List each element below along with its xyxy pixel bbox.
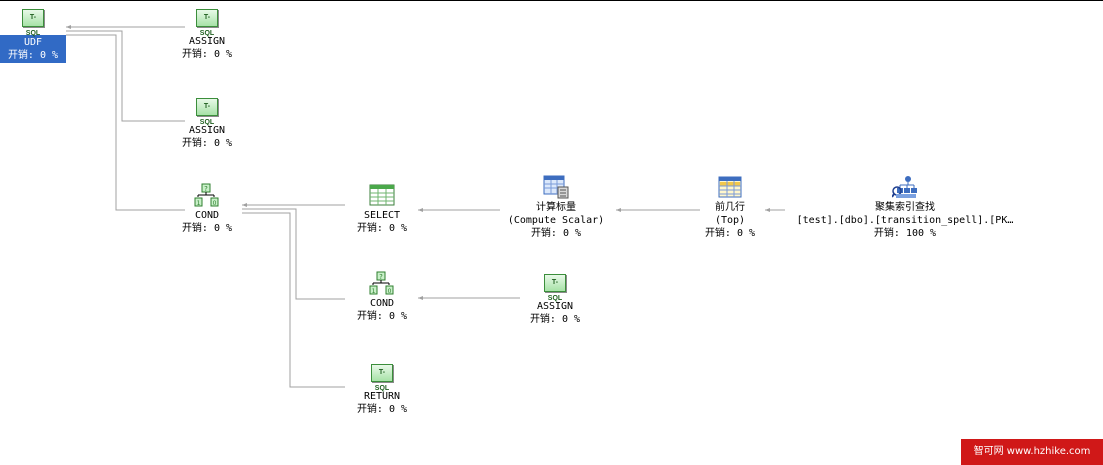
plan-node-compute-scalar[interactable]: 计算标量 (Compute Scalar) 开销: 0 %: [496, 175, 616, 240]
svg-text:?: ?: [204, 185, 208, 193]
select-icon: [369, 183, 395, 207]
node-label: ASSIGN: [188, 125, 226, 136]
node-label: ASSIGN: [188, 36, 226, 47]
node-label: COND: [369, 298, 395, 309]
node-cost: 开销: 0 %: [181, 223, 233, 234]
svg-text:1: 1: [372, 288, 376, 295]
plan-node-select[interactable]: SELECT 开销: 0 %: [346, 183, 418, 235]
svg-text:?: ?: [379, 273, 383, 281]
tsql-icon: T-SQL: [542, 274, 568, 302]
plan-node-top[interactable]: 前几行 (Top) 开销: 0 %: [695, 175, 765, 240]
site-watermark: 智可网 www.hzhike.com: [961, 439, 1103, 465]
svg-text:0: 0: [388, 288, 392, 295]
node-label: ASSIGN: [536, 301, 574, 312]
arrowhead: [242, 203, 247, 207]
cond-icon: ? 1 0: [194, 183, 220, 207]
arrowhead: [616, 208, 621, 212]
node-sublabel: (Top): [714, 215, 746, 226]
node-cost: 开销: 0 %: [356, 404, 408, 415]
node-label: SELECT: [363, 210, 401, 221]
connector-cond1-cond2: [242, 208, 345, 300]
node-cost: 开销: 0 %: [704, 228, 756, 239]
plan-node-clustered-index-seek[interactable]: 聚集索引查找 [test].[dbo].[transition_spell].[…: [785, 175, 1025, 240]
node-sublabel: [test].[dbo].[transition_spell].[PK…: [796, 215, 1014, 226]
plan-node-cond-2[interactable]: ? 1 0 COND 开销: 0 %: [346, 271, 418, 323]
node-cost: 开销: 0 %: [7, 50, 59, 61]
node-cost: 开销: 0 %: [529, 314, 581, 325]
arrowhead: [66, 25, 71, 29]
plan-node-cond-1[interactable]: ? 1 0 COND 开销: 0 %: [172, 183, 242, 235]
svg-text:1: 1: [197, 200, 201, 207]
clustered-index-seek-icon: [891, 175, 918, 199]
node-label: COND: [194, 210, 220, 221]
top-icon: [717, 175, 743, 199]
arrowhead: [418, 296, 423, 300]
connector-udf-assign2: [66, 30, 185, 122]
plan-node-assign-1[interactable]: T-SQL ASSIGN 开销: 0 %: [172, 6, 242, 61]
plan-node-return[interactable]: T-SQL RETURN 开销: 0 %: [346, 361, 418, 416]
tsql-icon: T-SQL: [194, 98, 220, 126]
arrowhead: [765, 208, 770, 212]
connector-udf-cond1: [66, 34, 185, 211]
connector-cond1-return: [242, 212, 345, 388]
node-cost: 开销: 0 %: [356, 311, 408, 322]
node-label: RETURN: [363, 391, 401, 402]
node-cost: 开销: 0 %: [530, 228, 582, 239]
tsql-icon: T-SQL: [369, 364, 395, 392]
svg-text:0: 0: [213, 200, 217, 207]
tsql-icon: T-SQL: [20, 9, 46, 37]
node-label: 前几行: [715, 202, 745, 213]
compute-scalar-icon: [543, 175, 569, 199]
node-cost: 开销: 0 %: [181, 49, 233, 60]
plan-node-assign-3[interactable]: T-SQL ASSIGN 开销: 0 %: [520, 271, 590, 326]
cond-icon: ? 1 0: [369, 271, 395, 295]
node-cost: 开销: 0 %: [356, 223, 408, 234]
arrowhead: [418, 208, 423, 212]
node-cost: 开销: 100 %: [873, 228, 937, 239]
plan-node-udf[interactable]: T-SQL UDF 开销: 0 %: [0, 6, 66, 63]
node-label: UDF: [23, 37, 43, 48]
node-sublabel: (Compute Scalar): [507, 215, 605, 226]
plan-node-assign-2[interactable]: T-SQL ASSIGN 开销: 0 %: [172, 95, 242, 150]
tsql-icon: T-SQL: [194, 9, 220, 37]
node-label: 计算标量: [536, 202, 576, 213]
node-label: 聚集索引查找: [875, 202, 935, 213]
top-border: [0, 0, 1103, 1]
node-cost: 开销: 0 %: [181, 138, 233, 149]
